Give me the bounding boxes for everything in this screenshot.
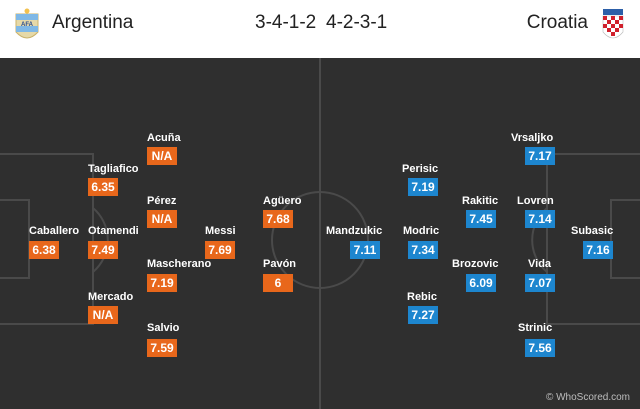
player-name[interactable]: Salvio: [147, 322, 180, 334]
player-rating-badge: 7.19: [408, 178, 438, 196]
pitch: Caballero 6.38 Otamendi 7.49 Tagliafico …: [0, 58, 640, 409]
player-name[interactable]: Agüero: [263, 195, 302, 207]
player-rating-badge: 7.27: [408, 306, 438, 324]
player-rating-badge: 7.69: [205, 241, 235, 259]
player-name[interactable]: Mascherano: [147, 258, 212, 270]
player-rating-badge: 7.16: [583, 241, 613, 259]
player-name[interactable]: Vrsaljko: [511, 132, 554, 144]
player-rating-badge: 7.45: [466, 210, 496, 228]
player-rating-badge: 7.59: [147, 339, 177, 357]
player-rating-badge: 7.68: [263, 210, 293, 228]
pitch-markings: [0, 58, 640, 409]
player-rating-badge: 7.34: [408, 241, 438, 259]
player-rating-badge: 7.14: [525, 210, 555, 228]
player-name[interactable]: Strinic: [518, 322, 553, 334]
player-name[interactable]: Pérez: [147, 195, 177, 207]
player-name[interactable]: Acuña: [147, 132, 181, 144]
home-formation: 3-4-1-2: [255, 12, 317, 33]
player-name[interactable]: Perisic: [402, 163, 439, 175]
copyright-text: © WhoScored.com: [545, 392, 630, 403]
player-rating-badge: 6.35: [88, 178, 118, 196]
player-rating-badge: 7.49: [88, 241, 118, 259]
player-name[interactable]: Otamendi: [88, 225, 139, 237]
player-name[interactable]: Rakitic: [462, 195, 499, 207]
away-team-name[interactable]: Croatia: [526, 12, 588, 33]
away-formation: 4-2-3-1: [326, 12, 388, 33]
player-name[interactable]: Tagliafico: [88, 163, 139, 175]
player-rating-badge: N/A: [147, 210, 177, 228]
player-rating-badge: 6: [263, 274, 293, 292]
player-name[interactable]: Mercado: [88, 291, 134, 303]
home-team-name[interactable]: Argentina: [52, 12, 134, 33]
player-rating-badge: 6.38: [29, 241, 59, 259]
player-name[interactable]: Caballero: [29, 225, 80, 237]
player-name[interactable]: Pavón: [263, 258, 297, 270]
player-name[interactable]: Lovren: [517, 195, 554, 207]
player-rating-badge: 7.19: [147, 274, 177, 292]
player-rating-badge: 7.07: [525, 274, 555, 292]
match-header: AFA Argentina 3-4-1-2 4-2-3-1 Croatia: [0, 0, 640, 52]
player-name[interactable]: Vida: [528, 258, 552, 270]
player-name[interactable]: Messi: [205, 225, 236, 237]
player-rating-badge: N/A: [88, 306, 118, 324]
player-name[interactable]: Brozovic: [452, 258, 499, 270]
croatia-crest-icon: [600, 8, 626, 44]
player-rating-badge: 7.17: [525, 147, 555, 165]
player-rating-badge: 7.11: [350, 241, 380, 259]
player-name[interactable]: Subasic: [571, 225, 614, 237]
player-rating-badge: 6.09: [466, 274, 496, 292]
argentina-crest-icon: AFA: [14, 8, 40, 44]
player-name[interactable]: Modric: [403, 225, 440, 237]
player-rating-badge: 7.56: [525, 339, 555, 357]
svg-text:AFA: AFA: [21, 22, 34, 28]
player-rating-badge: N/A: [147, 147, 177, 165]
player-name[interactable]: Rebic: [407, 291, 437, 303]
player-name[interactable]: Mandzukic: [326, 225, 383, 237]
